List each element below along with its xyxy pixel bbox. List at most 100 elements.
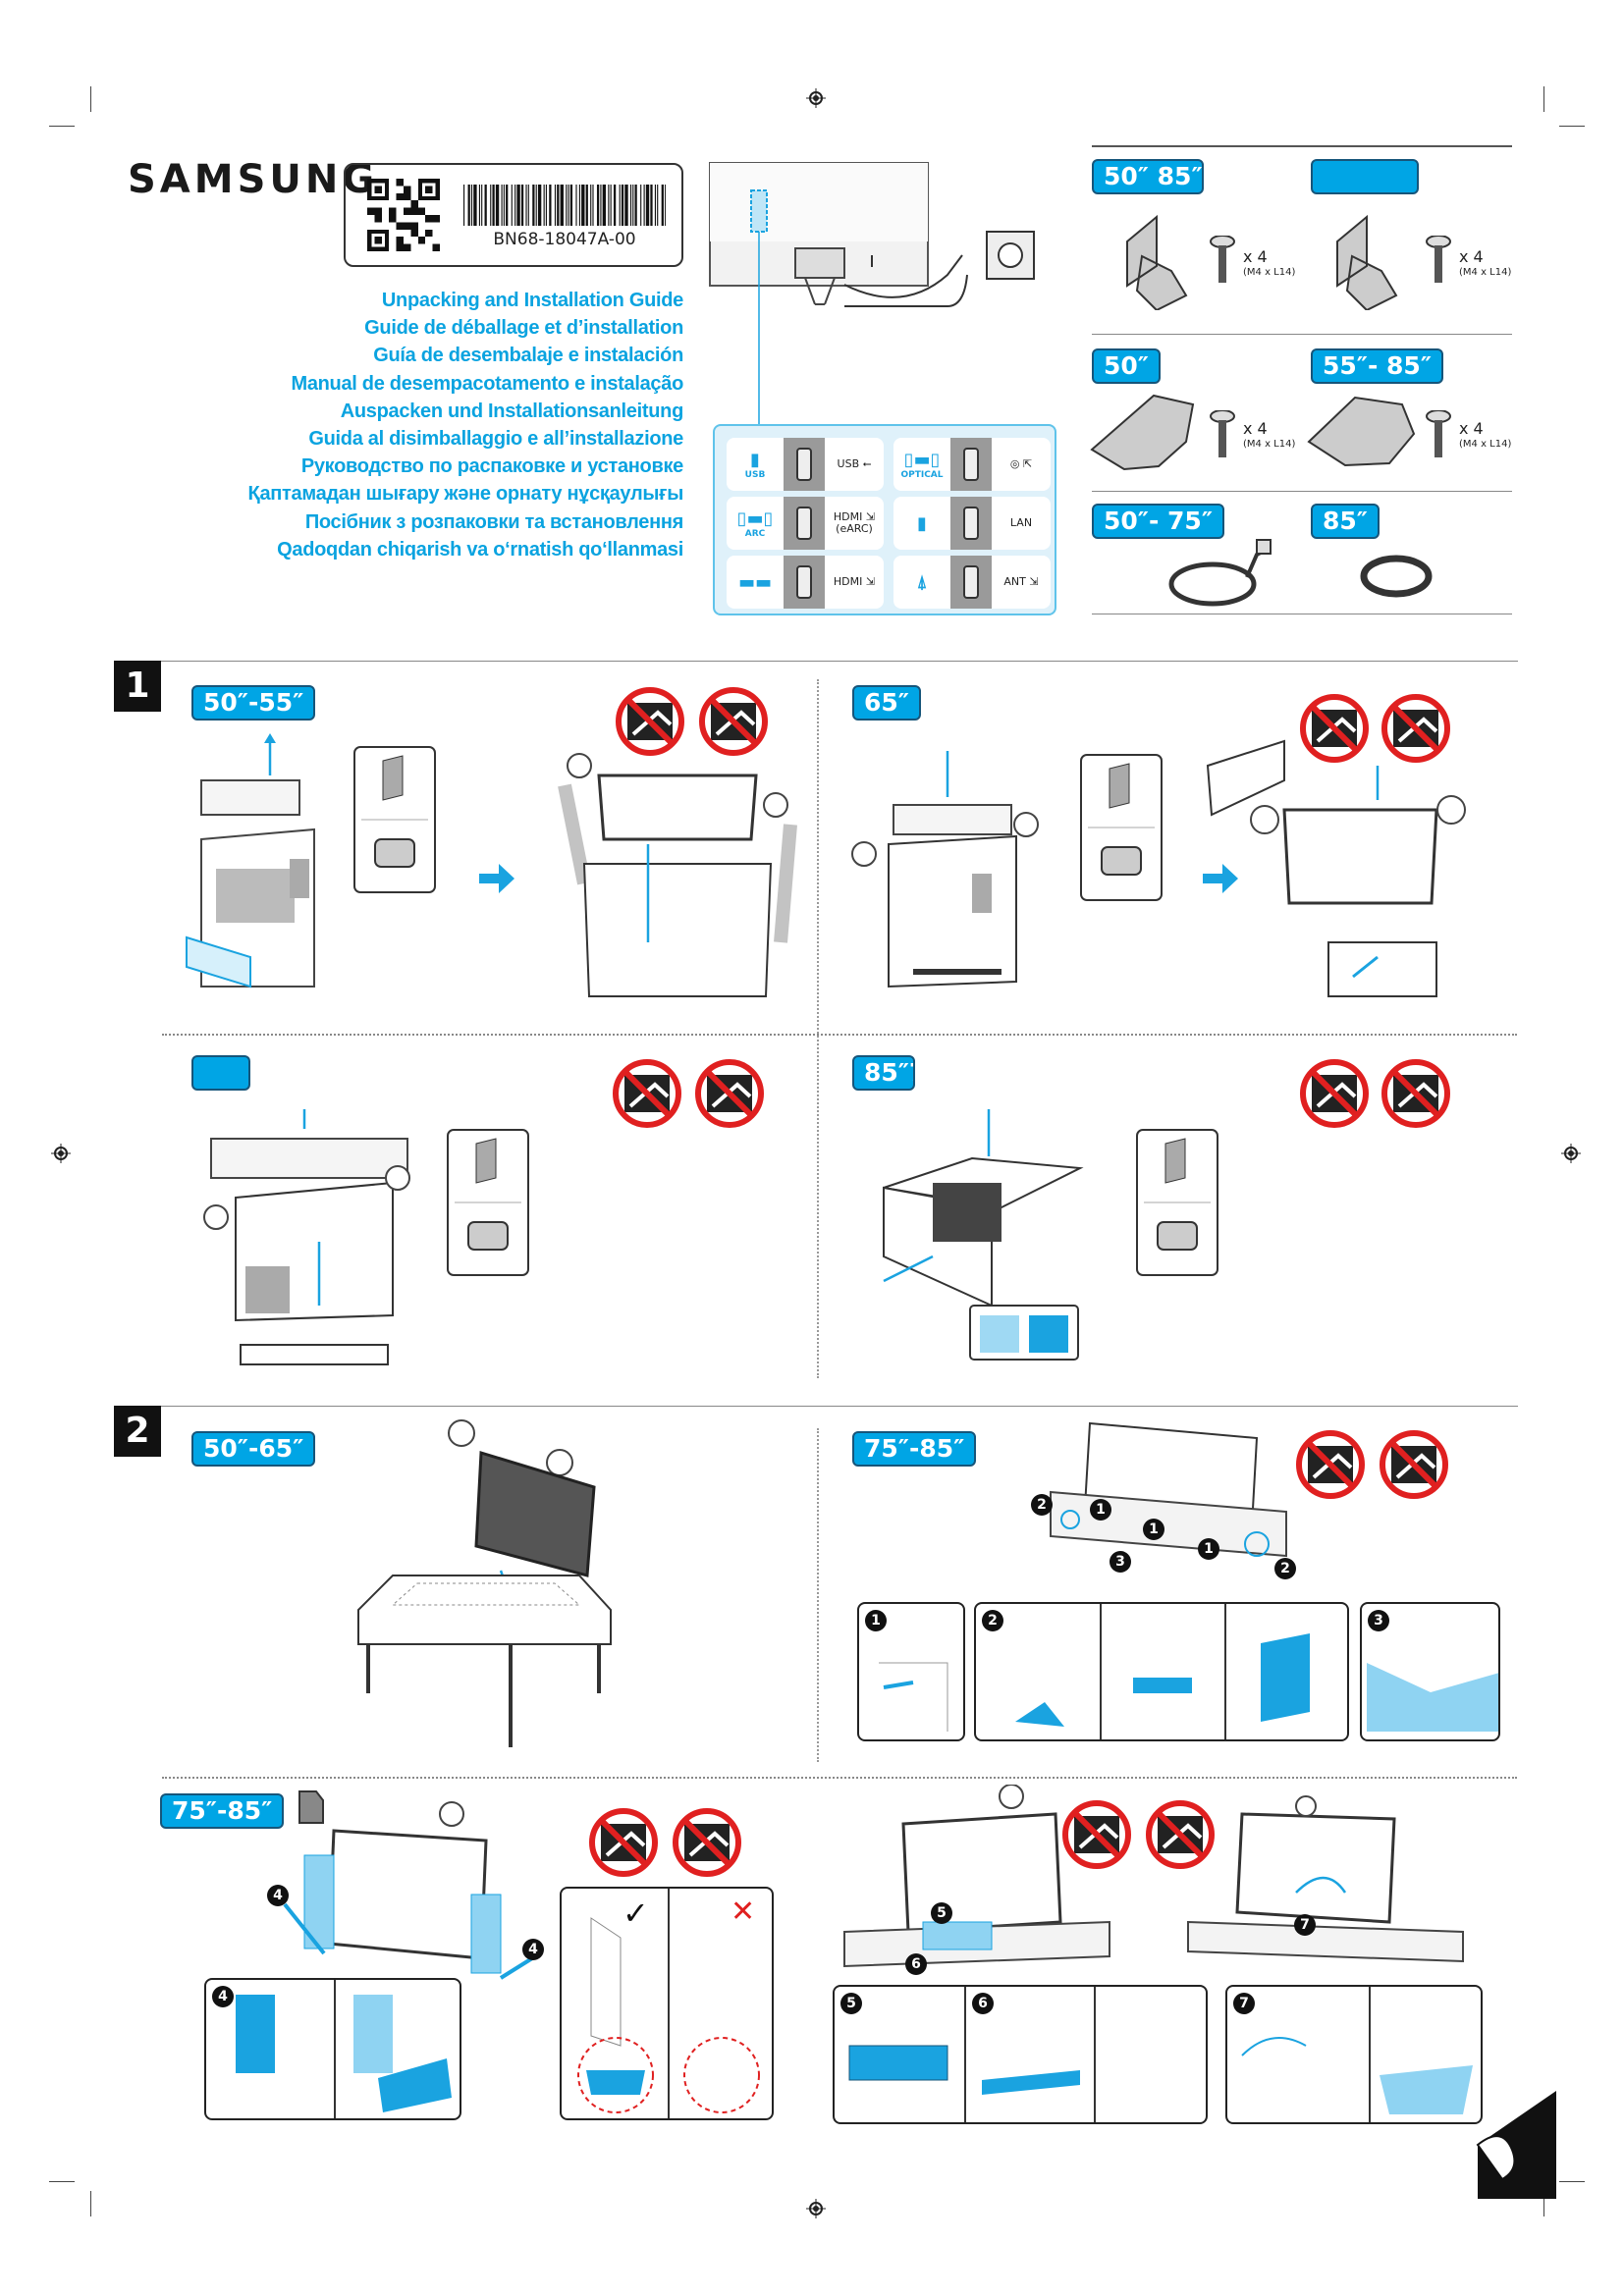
divider xyxy=(1092,491,1512,492)
no-press-screen-icon xyxy=(1060,1798,1133,1871)
barcode-bar xyxy=(560,185,564,226)
barcode-bar xyxy=(600,185,602,226)
barcode-bar xyxy=(463,185,465,226)
stand-leg-illustration xyxy=(1126,214,1188,310)
screw-icon xyxy=(1426,236,1451,283)
barcode-bar xyxy=(506,185,509,226)
barcode-bar xyxy=(492,185,495,226)
port-label: HDMI ⇲ xyxy=(833,575,876,588)
port-label: ◎ ⇱ xyxy=(1009,457,1033,470)
detail-panel-step-1: 1 xyxy=(857,1602,965,1741)
registration-mark-icon xyxy=(1561,1144,1581,1163)
no-touch-screen-icon xyxy=(1380,692,1452,765)
correct-mark: ✓ xyxy=(623,1895,649,1932)
prohibition-symbol xyxy=(1062,1800,1131,1869)
port-caption: OPTICAL xyxy=(900,469,944,480)
port-caption: ARC xyxy=(744,528,766,539)
barcode-bar xyxy=(645,185,650,226)
registration-mark-icon xyxy=(806,2199,826,2218)
step-marker: 2 xyxy=(1274,1558,1296,1579)
barcode-bar xyxy=(592,185,594,226)
title-fr: Guide de déballage et d’installation xyxy=(364,317,683,340)
step-marker: 2 xyxy=(982,1610,1003,1631)
barcode-bar xyxy=(665,185,666,226)
barcode-bar xyxy=(514,185,516,226)
tool-panel xyxy=(1080,754,1163,901)
lift-tv-illustration xyxy=(558,753,797,997)
size-badge xyxy=(191,1055,250,1091)
no-sharp-tool-icon xyxy=(671,1806,743,1879)
samsung-logo: SAMSUNG xyxy=(128,157,379,202)
prohibition-symbol xyxy=(1380,1430,1448,1499)
barcode-bar xyxy=(511,185,513,226)
barcode-bar xyxy=(549,185,552,226)
detail-illustration xyxy=(236,1980,452,2118)
title-en: Unpacking and Installation Guide xyxy=(381,290,683,311)
size-badge: 55″- 85″ xyxy=(1311,348,1443,384)
prohibition-symbol xyxy=(589,1808,658,1877)
barcode-bar xyxy=(569,185,573,226)
barcode-bar xyxy=(575,185,577,226)
barcode-bar xyxy=(661,185,664,226)
section-divider xyxy=(114,1406,1518,1407)
barcode-bar xyxy=(473,185,477,226)
qty-text: x 4 xyxy=(1243,419,1268,438)
title-es: Guía de desembalaje e instalación xyxy=(373,345,683,367)
socket-icon xyxy=(950,556,992,609)
tool-panel xyxy=(447,1129,529,1276)
barcode-bar xyxy=(568,185,569,226)
barcode-bar xyxy=(532,185,535,226)
section-number: 2 xyxy=(114,1406,161,1457)
barcode-bar xyxy=(657,185,659,226)
speakers-icon: ▯▬▯ARC xyxy=(727,497,784,550)
section-divider xyxy=(817,1428,819,1762)
prohibition-symbol xyxy=(1381,694,1450,763)
qty-text: x 4 xyxy=(1243,247,1268,266)
step-marker: 3 xyxy=(1110,1551,1131,1573)
arrow-right-icon xyxy=(1203,864,1238,893)
place-tv-on-table-illustration xyxy=(357,1419,612,1747)
barcode-bar xyxy=(621,185,624,226)
prohibition-symbol xyxy=(616,687,684,756)
barcode-bar xyxy=(596,185,600,226)
barcode-bar xyxy=(537,185,542,226)
barcode-bar xyxy=(525,185,527,226)
usb-stick-icon-glyph: ▮ xyxy=(750,449,760,470)
section-divider xyxy=(162,1777,1517,1779)
size-badge: 50″- 75″ xyxy=(1092,504,1224,539)
stand-base-illustration xyxy=(1090,394,1195,471)
barcode-bar xyxy=(629,185,632,226)
barcode-bar xyxy=(543,185,545,226)
step-marker: 6 xyxy=(905,1953,927,1975)
port-label: HDMI ⇲ (eARC) xyxy=(833,510,876,535)
crop-mark xyxy=(1559,2181,1585,2182)
no-sharp-tool-icon xyxy=(1378,1428,1450,1501)
barcode-bar xyxy=(613,185,617,226)
prohibition-symbol xyxy=(1146,1800,1215,1869)
no-sharp-tool-icon xyxy=(1144,1798,1217,1871)
remove-packing-illustration xyxy=(843,1785,1110,1968)
title-pt: Manual de desempacotamento e instalação xyxy=(291,372,683,395)
antenna-icon: ⍋ xyxy=(893,556,950,609)
section-divider xyxy=(114,661,1518,662)
size-badge: 75″-85″ xyxy=(160,1793,285,1829)
screw-icon xyxy=(1210,236,1235,283)
part-number: BN68-18047A-00 xyxy=(493,230,636,249)
barcode-bar xyxy=(557,185,560,226)
barcode-bar xyxy=(535,185,537,226)
crop-mark xyxy=(90,86,91,112)
crop-mark xyxy=(1543,2191,1544,2216)
detail-illustration xyxy=(1367,1663,1498,1732)
socket-icon xyxy=(950,497,992,550)
registration-mark-icon xyxy=(806,88,826,108)
no-press-screen-icon xyxy=(1294,1428,1367,1501)
power-cable-illustration xyxy=(1168,539,1272,607)
title-uk: Посібник з розпаковки та встановлення xyxy=(304,510,683,533)
screw-quantity: x 4(M4 x L14) xyxy=(1243,421,1295,453)
prohibition-symbol xyxy=(1296,1430,1365,1499)
barcode-bar xyxy=(503,185,505,226)
barcode-bar xyxy=(590,185,592,226)
title-it: Guida al disimballaggio e all’installazi… xyxy=(308,428,683,451)
